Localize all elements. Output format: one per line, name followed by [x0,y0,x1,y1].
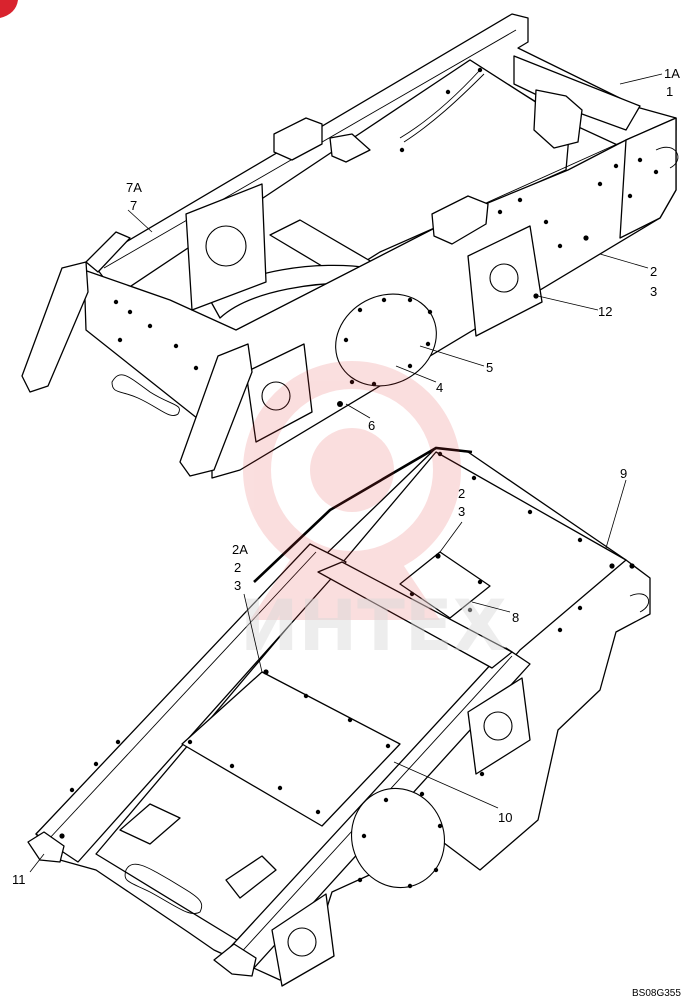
watermark [243,361,461,620]
main-frame-assembly [21,13,679,479]
callout-3-left: 3 [234,578,241,593]
callout-10: 10 [498,810,512,825]
callout-2-mid: 2 [458,486,465,501]
belly-oval-cover [350,787,446,889]
leader-lines [29,73,663,873]
callout-8: 8 [512,610,519,625]
front-right-fender [179,343,253,477]
mount-bracket-top [273,117,323,161]
callout-4: 4 [436,380,443,395]
callout-3-mid: 3 [458,504,465,519]
frame-bolt-holes [113,67,659,407]
part-8-cover-plate [399,551,491,619]
callout-6: 6 [368,418,375,433]
part-4-oval-cover [335,293,437,387]
callout-3-top: 3 [650,284,657,299]
front-left-fender [21,261,89,393]
rear-bracket [513,55,641,131]
mount-bracket-mid [431,195,489,245]
corner-badge [0,0,18,18]
callout-1: 1 [666,84,673,99]
callout-11: 11 [12,872,26,887]
belly-pan-assembly [27,446,651,987]
callout-1a: 1A [664,66,680,81]
watermark-text: ИНТЕХ [240,585,507,667]
drawing-code: BS08G355 [632,988,681,999]
part-10-cover-plate [181,671,401,827]
callout-7a: 7A [126,180,142,195]
callout-2-top: 2 [650,264,657,279]
callout-12: 12 [598,304,612,319]
left-rail [35,543,347,863]
belly-bolt-holes [59,451,635,889]
callout-2a: 2A [232,542,248,557]
callout-2-left: 2 [234,560,241,575]
callout-5: 5 [486,360,493,375]
callout-7: 7 [130,198,137,213]
callout-9: 9 [620,466,627,481]
